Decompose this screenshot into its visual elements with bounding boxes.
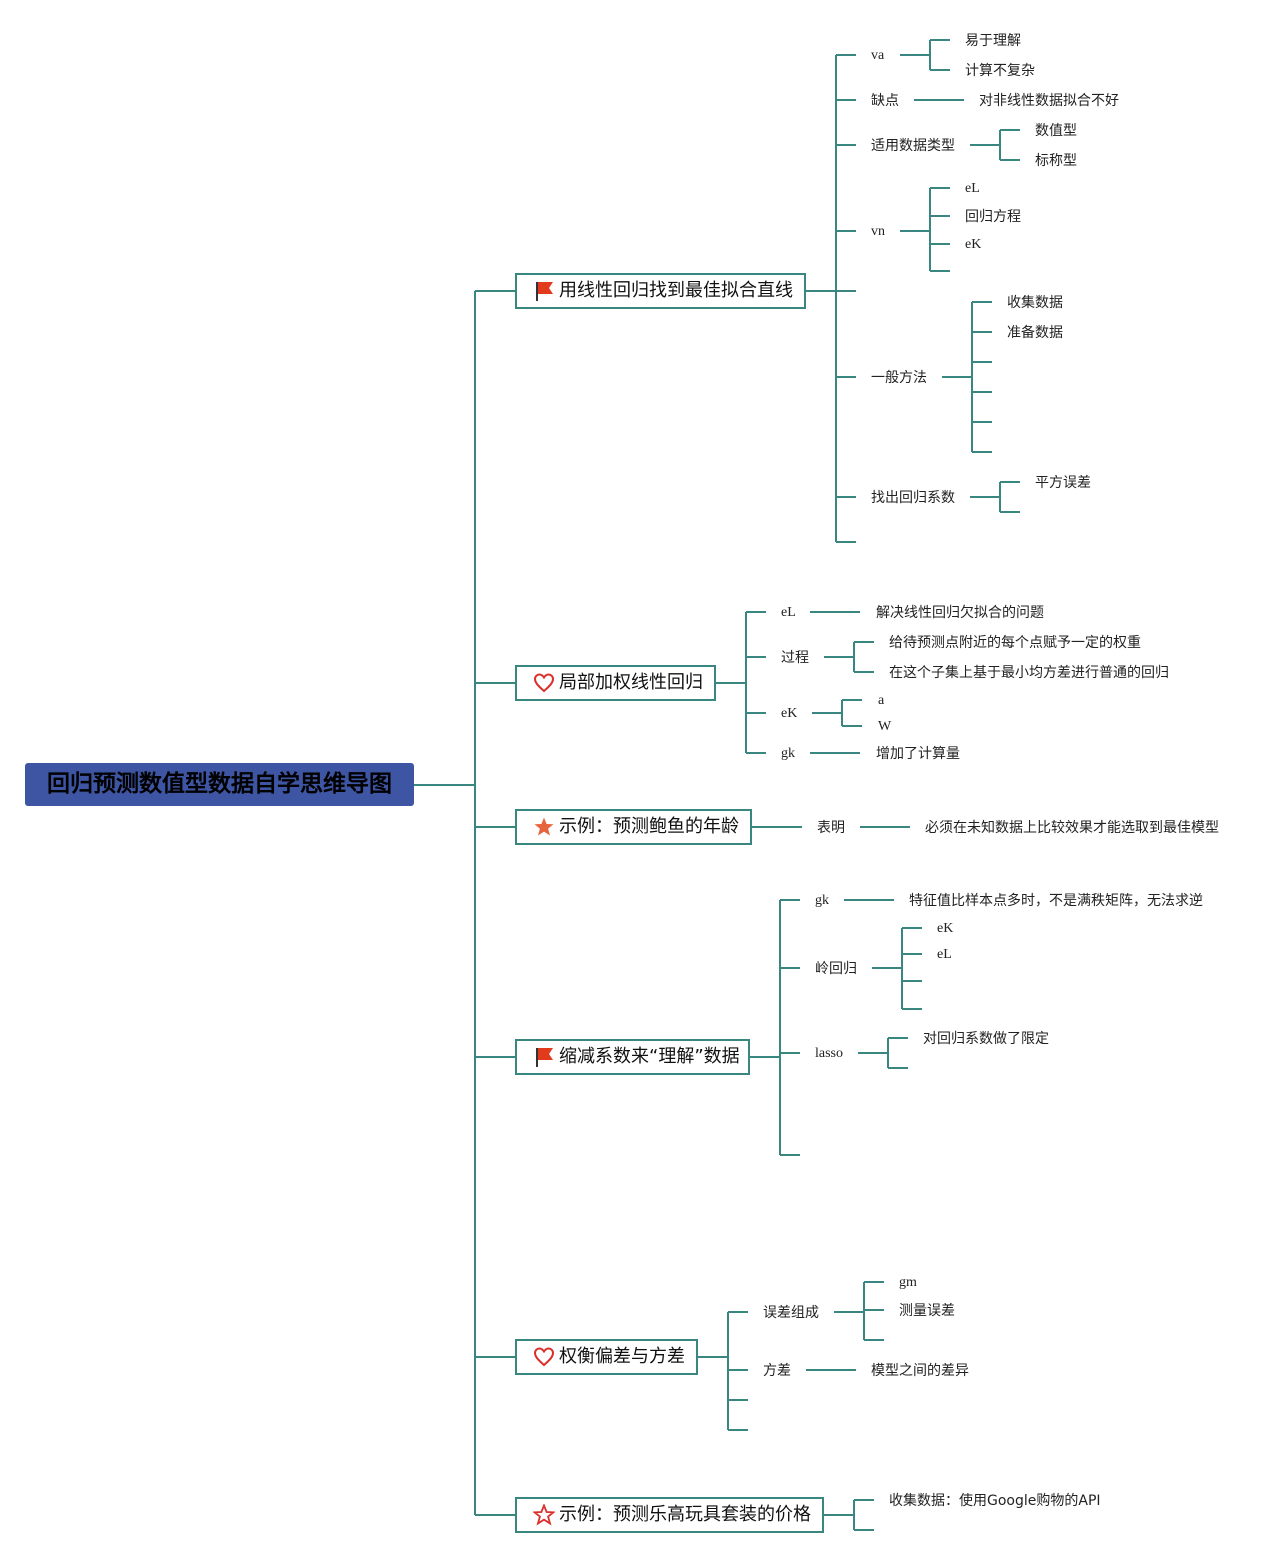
star-filled-icon xyxy=(534,817,554,836)
leaf-collect-data[interactable]: 收集数据 xyxy=(1007,295,1063,311)
subtopic-ek[interactable]: eK xyxy=(781,706,798,721)
branch-label: 局部加权线性回归 xyxy=(559,672,703,693)
subtopic-variance[interactable]: 方差 xyxy=(763,1363,791,1379)
branch-label: 示例：预测乐高玩具套装的价格 xyxy=(559,1504,811,1525)
leaf-simple-compute[interactable]: 计算不复杂 xyxy=(965,63,1035,79)
red-flag-icon xyxy=(536,282,553,301)
leaf-nominal[interactable]: 标称型 xyxy=(1035,153,1077,169)
subtopic-va[interactable]: va xyxy=(871,48,885,63)
branch-label: 权衡偏差与方差 xyxy=(559,1346,685,1367)
branch-abalone-example[interactable]: 示例：预测鲍鱼的年龄 xyxy=(515,809,752,845)
root-topic[interactable]: 回归预测数值型数据自学思维导图 xyxy=(25,763,414,806)
subtopic-el[interactable]: eL xyxy=(781,605,796,620)
branch-label: 缩减系数来“理解”数据 xyxy=(559,1046,740,1067)
leaf-ek[interactable]: eK xyxy=(965,237,982,252)
leaf-ek[interactable]: eK xyxy=(937,921,954,936)
subtopic-gk[interactable]: gk xyxy=(781,746,795,761)
branch-lego-example[interactable]: 示例：预测乐高玩具套装的价格 xyxy=(515,1497,824,1533)
heart-outline-icon xyxy=(533,1347,555,1367)
leaf-el[interactable]: eL xyxy=(965,181,980,196)
branch-label: 用线性回归找到最佳拟合直线 xyxy=(559,280,793,301)
leaf-prepare-data[interactable]: 准备数据 xyxy=(1007,325,1063,341)
subtopic-ridge-regression[interactable]: 岭回归 xyxy=(815,961,857,977)
leaf-assign-weights[interactable]: 给待预测点附近的每个点赋予一定的权重 xyxy=(889,635,1141,651)
leaf-squared-error[interactable]: 平方误差 xyxy=(1035,475,1091,491)
subtopic-error-components[interactable]: 误差组成 xyxy=(763,1305,819,1321)
leaf-easy-understand[interactable]: 易于理解 xyxy=(965,33,1021,49)
subtopic-vn[interactable]: vn xyxy=(871,224,885,239)
leaf-measurement-error[interactable]: 测量误差 xyxy=(899,1303,955,1319)
subtopic-general-method[interactable]: 一般方法 xyxy=(871,370,927,386)
star-outline-icon xyxy=(533,1504,555,1526)
branch-shrinkage[interactable]: 缩减系数来“理解”数据 xyxy=(515,1039,750,1075)
branch-locally-weighted[interactable]: 局部加权线性回归 xyxy=(515,665,716,701)
subtopic-find-coefficients[interactable]: 找出回归系数 xyxy=(871,490,955,506)
leaf-solve-underfit[interactable]: 解决线性回归欠拟合的问题 xyxy=(876,605,1044,621)
leaf-google-api[interactable]: 收集数据：使用Google购物的API xyxy=(889,1493,1101,1509)
subtopic-disadvantage[interactable]: 缺点 xyxy=(871,93,899,109)
leaf-el[interactable]: eL xyxy=(937,947,952,962)
heart-outline-icon xyxy=(533,673,555,693)
branch-label: 示例：预测鲍鱼的年龄 xyxy=(559,816,739,837)
leaf-constrain-coefficients[interactable]: 对回归系数做了限定 xyxy=(923,1031,1049,1047)
leaf-numeric[interactable]: 数值型 xyxy=(1035,123,1077,139)
subtopic-data-types[interactable]: 适用数据类型 xyxy=(871,138,955,154)
leaf-compare-unknown-data[interactable]: 必须在未知数据上比较效果才能选取到最佳模型 xyxy=(925,820,1219,836)
subtopic-indicates[interactable]: 表明 xyxy=(817,820,845,836)
leaf-subset-regression[interactable]: 在这个子集上基于最小均方差进行普通的回归 xyxy=(889,665,1169,681)
leaf-nonlinear-poor[interactable]: 对非线性数据拟合不好 xyxy=(979,93,1119,109)
leaf-not-full-rank[interactable]: 特征值比样本点多时，不是满秩矩阵，无法求逆 xyxy=(909,893,1203,909)
leaf-w[interactable]: W xyxy=(878,719,892,734)
red-flag-icon xyxy=(536,1048,553,1067)
subtopic-gk[interactable]: gk xyxy=(815,893,829,908)
leaf-model-differences[interactable]: 模型之间的差异 xyxy=(871,1363,969,1379)
leaf-more-computation[interactable]: 增加了计算量 xyxy=(876,746,960,762)
subtopic-lasso[interactable]: lasso xyxy=(815,1046,843,1061)
leaf-a[interactable]: a xyxy=(878,693,885,708)
branch-linear-regression[interactable]: 用线性回归找到最佳拟合直线 xyxy=(515,273,806,309)
leaf-regression-equation[interactable]: 回归方程 xyxy=(965,209,1021,225)
branch-bias-variance[interactable]: 权衡偏差与方差 xyxy=(515,1339,698,1375)
leaf-gm[interactable]: gm xyxy=(899,1275,917,1290)
subtopic-process[interactable]: 过程 xyxy=(781,650,809,666)
